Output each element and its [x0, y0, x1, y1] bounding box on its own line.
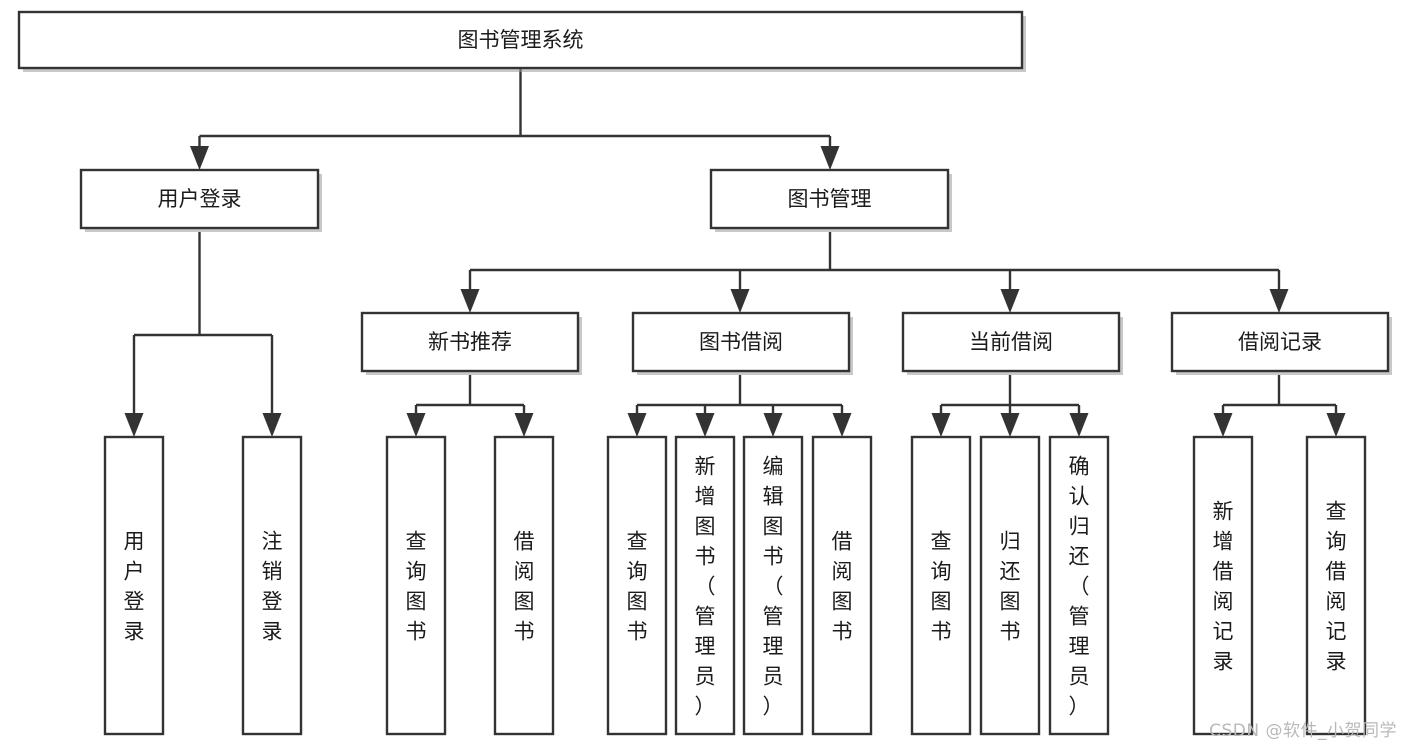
node-current-box[interactable] — [901, 311, 1121, 373]
arrow-to-leaf-newbook-1 — [406, 413, 426, 437]
node-leaf-borrow-2[interactable]: 新增图书（管理员） — [674, 435, 736, 736]
node-root-label: 图书管理系统 — [458, 28, 584, 52]
arrow-to-leaf-current-1 — [931, 413, 951, 437]
node-newbook-label: 新书推荐 — [428, 330, 512, 354]
node-leaf-records-1-box[interactable] — [1192, 435, 1254, 736]
arrow-to-login — [190, 146, 209, 170]
node-leaf-current-2-label: 归还图书 — [1000, 529, 1021, 643]
node-leaf-newbook-1[interactable]: 查询图书 — [385, 435, 447, 736]
node-leaf-borrow-4[interactable]: 借阅图书 — [811, 435, 873, 736]
node-records[interactable]: 借阅记录 — [1170, 311, 1392, 375]
node-root-box[interactable] — [17, 10, 1024, 70]
node-leaf-records-1-label: 新增借阅记录 — [1213, 499, 1234, 673]
arrow-to-leaf-newbook-2 — [514, 413, 534, 437]
node-leaf-login-2-label: 注销登录 — [262, 529, 283, 643]
node-leaf-newbook-1-label: 查询图书 — [406, 529, 427, 643]
node-leaf-current-1-box[interactable] — [910, 435, 972, 736]
node-login-box[interactable] — [79, 168, 320, 230]
node-leaf-current-1-label: 查询图书 — [931, 529, 952, 643]
node-leaf-borrow-4-box[interactable] — [811, 435, 873, 736]
node-leaf-current-2[interactable]: 归还图书 — [979, 435, 1041, 736]
node-newbook-box[interactable] — [360, 311, 580, 373]
node-leaf-borrow-2-label: 新增图书（管理员） — [695, 454, 716, 718]
arrow-to-leaf-current-2 — [1000, 413, 1020, 437]
arrow-to-borrow — [730, 289, 750, 313]
node-leaf-borrow-3-label: 编辑图书（管理员） — [763, 454, 784, 718]
node-borrow-box[interactable] — [631, 311, 851, 373]
node-leaf-borrow-1-label: 查询图书 — [627, 529, 648, 643]
arrow-to-bookmgmt — [820, 146, 840, 170]
node-leaf-newbook-1-box[interactable] — [385, 435, 447, 736]
node-leaf-borrow-1-box[interactable] — [606, 435, 668, 736]
node-records-label: 借阅记录 — [1238, 330, 1322, 354]
csdn-watermark: CSDN @软件_小贺同学 — [1209, 721, 1397, 741]
arrow-to-records — [1269, 289, 1289, 313]
node-leaf-records-2-box[interactable] — [1305, 435, 1367, 736]
arrow-to-leaf-current-3 — [1069, 413, 1089, 437]
node-login[interactable]: 用户登录 — [79, 168, 322, 232]
node-leaf-newbook-2-label: 借阅图书 — [514, 529, 535, 643]
arrow-to-leaf-borrow-4 — [832, 413, 852, 437]
node-leaf-login-2[interactable]: 注销登录 — [241, 435, 303, 736]
node-leaf-records-2-label: 查询借阅记录 — [1326, 499, 1347, 673]
node-current-label: 当前借阅 — [969, 330, 1053, 354]
node-leaf-login-2-box[interactable] — [241, 435, 303, 736]
node-leaf-borrow-3[interactable]: 编辑图书（管理员） — [742, 435, 804, 736]
node-leaf-login-1-box[interactable] — [103, 435, 165, 736]
node-leaf-login-1-label: 用户登录 — [124, 529, 145, 643]
node-newbook[interactable]: 新书推荐 — [360, 311, 582, 375]
node-login-label: 用户登录 — [158, 187, 242, 211]
arrow-to-leaf-login-2 — [262, 413, 282, 437]
node-leaf-newbook-2-box[interactable] — [493, 435, 555, 736]
node-leaf-current-2-box[interactable] — [979, 435, 1041, 736]
node-bookmgmt-label: 图书管理 — [788, 187, 872, 211]
arrow-to-leaf-records-2 — [1326, 413, 1346, 437]
node-leaf-current-3-label: 确认归还（管理员） — [1069, 454, 1090, 718]
node-leaf-login-1[interactable]: 用户登录 — [103, 435, 165, 736]
arrow-to-leaf-records-1 — [1213, 413, 1233, 437]
node-root[interactable]: 图书管理系统 — [17, 10, 1026, 72]
node-leaf-borrow-2-box[interactable] — [674, 435, 736, 736]
node-bookmgmt[interactable]: 图书管理 — [709, 168, 952, 232]
node-borrow[interactable]: 图书借阅 — [631, 311, 853, 375]
node-leaf-current-3-box[interactable] — [1048, 435, 1110, 736]
connector-layer — [124, 68, 1346, 437]
node-leaf-current-1[interactable]: 查询图书 — [910, 435, 972, 736]
node-leaf-borrow-3-box[interactable] — [742, 435, 804, 736]
node-records-box[interactable] — [1170, 311, 1390, 373]
node-current[interactable]: 当前借阅 — [901, 311, 1123, 375]
node-leaf-current-3[interactable]: 确认归还（管理员） — [1048, 435, 1110, 736]
node-bookmgmt-box[interactable] — [709, 168, 950, 230]
arrow-to-leaf-borrow-1 — [627, 413, 647, 437]
node-leaf-borrow-4-label: 借阅图书 — [832, 529, 853, 643]
node-leaf-newbook-2[interactable]: 借阅图书 — [493, 435, 555, 736]
node-borrow-label: 图书借阅 — [699, 330, 783, 354]
arrow-to-leaf-borrow-2 — [695, 413, 715, 437]
arrow-to-leaf-borrow-3 — [763, 413, 783, 437]
node-leaf-records-2[interactable]: 查询借阅记录 — [1305, 435, 1367, 736]
arrow-to-current — [1000, 289, 1020, 313]
arrow-to-newbook — [460, 289, 480, 313]
arrow-to-leaf-login-1 — [124, 413, 144, 437]
node-leaf-borrow-1[interactable]: 查询图书 — [606, 435, 668, 736]
node-leaf-records-1[interactable]: 新增借阅记录 — [1192, 435, 1254, 736]
